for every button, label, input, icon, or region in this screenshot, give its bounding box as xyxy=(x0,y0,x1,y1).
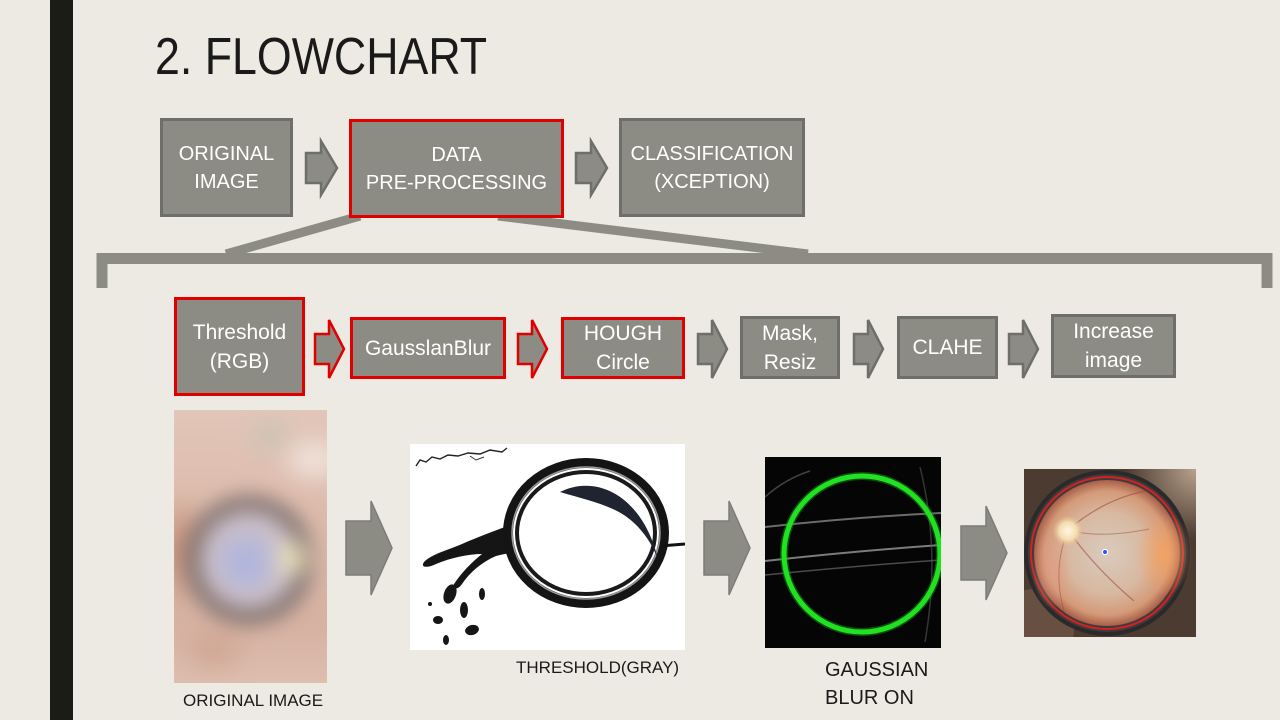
substep-label-line: GausslanBlur xyxy=(364,336,492,360)
substep-threshold: Threshold (RGB) xyxy=(174,297,305,396)
substep-label-line: Mask, xyxy=(761,321,818,345)
bracket-bar xyxy=(96,253,1273,288)
arrow-shape xyxy=(516,319,549,379)
step-label-line: CLASSIFICATION xyxy=(630,142,794,165)
slide-title: 2. FLOWCHART xyxy=(155,28,488,86)
right-arrow-icon xyxy=(304,136,339,200)
dark-blotch xyxy=(460,602,468,618)
substep-hough-circle: HOUGH Circle xyxy=(561,317,685,379)
substep-clahe: CLAHE xyxy=(897,316,998,379)
substep-label-line: (RGB) xyxy=(209,349,270,373)
lens-ring-highlight xyxy=(511,466,661,600)
substep-label-line: CLAHE xyxy=(912,336,983,359)
dark-crescent xyxy=(560,485,658,559)
dark-blotch xyxy=(422,524,512,589)
step-original-image: ORIGINAL IMAGE xyxy=(160,118,293,217)
arrow-shape xyxy=(304,136,339,200)
noise-stroke xyxy=(469,455,485,461)
edge-line xyxy=(659,542,685,548)
blurred-photo xyxy=(174,410,327,683)
right-arrow-icon xyxy=(313,319,346,379)
step-classification: CLASSIFICATION (XCEPTION) xyxy=(619,118,805,217)
caption-line: BLUR ON xyxy=(825,687,914,709)
center-marker xyxy=(1103,550,1107,554)
optic-disc xyxy=(1053,516,1083,546)
arrow-shape xyxy=(345,500,393,596)
dark-blotch xyxy=(465,624,479,636)
substep-increase-image: Increase image xyxy=(1051,314,1176,378)
caption-line: GAUSSIAN xyxy=(825,659,929,681)
arrow-shape xyxy=(313,319,346,379)
step-label-line: PRE-PROCESSING xyxy=(365,171,548,194)
substep-gaussian-blur: GausslanBlur xyxy=(350,317,506,379)
substep-label-line: Threshold xyxy=(192,320,287,344)
threshold-graphic xyxy=(410,444,685,650)
arrow-shape xyxy=(703,500,751,596)
caption-threshold: THRESHOLD(GRAY) xyxy=(516,658,679,678)
retina-highlight xyxy=(1136,512,1192,596)
threshold-gray-image xyxy=(410,444,685,650)
step-label-line: DATA xyxy=(431,143,482,166)
right-arrow-icon xyxy=(574,136,609,200)
edge-arc xyxy=(765,470,811,498)
gaussian-blur-hough-image xyxy=(765,457,941,648)
substep-label-line: image xyxy=(1084,349,1143,372)
arrow-shape xyxy=(852,319,885,379)
step-label-line: ORIGINAL xyxy=(178,142,275,165)
substep-mask-resize: Mask, Resiz xyxy=(740,316,840,379)
processed-fundus-image xyxy=(1024,469,1196,637)
lens-ring-inner xyxy=(515,470,657,596)
right-arrow-icon xyxy=(516,319,549,379)
right-arrow-icon xyxy=(960,505,1008,601)
step-label-line: IMAGE xyxy=(194,170,259,193)
accent-bar xyxy=(50,0,73,720)
bracket-left-connector xyxy=(224,211,362,259)
substep-label-line: Increase xyxy=(1073,320,1154,343)
substep-label-line: HOUGH xyxy=(583,322,663,345)
step-label-line: (XCEPTION) xyxy=(654,170,770,193)
right-arrow-icon xyxy=(852,319,885,379)
step-data-preprocessing: DATA PRE-PROCESSING xyxy=(349,119,564,218)
arrow-shape xyxy=(574,136,609,200)
right-arrow-icon xyxy=(696,319,729,379)
edge-arc xyxy=(919,466,933,643)
gaussian-graphic xyxy=(765,457,941,648)
lens-ring-outer xyxy=(503,458,669,608)
noise-stroke xyxy=(415,447,508,467)
right-arrow-icon xyxy=(345,500,393,596)
right-arrow-icon xyxy=(1007,319,1040,379)
dark-blotch xyxy=(433,616,443,624)
fundus-graphic xyxy=(1024,469,1196,637)
bracket-right-connector xyxy=(497,211,809,259)
caption-original-image: ORIGINAL IMAGE xyxy=(183,691,323,711)
arrow-shape xyxy=(696,319,729,379)
dark-blotch xyxy=(443,635,449,645)
caption-gaussian: GAUSSIAN BLUR ON xyxy=(825,656,928,712)
substep-label-line: Circle xyxy=(596,351,650,374)
substep-label-line: Resiz xyxy=(763,350,817,374)
caption-line: THRESHOLD(GRAY) xyxy=(516,658,680,677)
dark-blotch xyxy=(479,588,485,600)
caption-line: ORIGINAL IMAGE xyxy=(183,691,324,710)
right-arrow-icon xyxy=(703,500,751,596)
dark-blotch xyxy=(443,584,457,604)
arrow-shape xyxy=(1007,319,1040,379)
detected-circle xyxy=(781,473,941,635)
arrow-shape xyxy=(960,505,1008,601)
dark-blotch xyxy=(428,602,432,606)
original-image-thumbnail xyxy=(174,410,327,683)
